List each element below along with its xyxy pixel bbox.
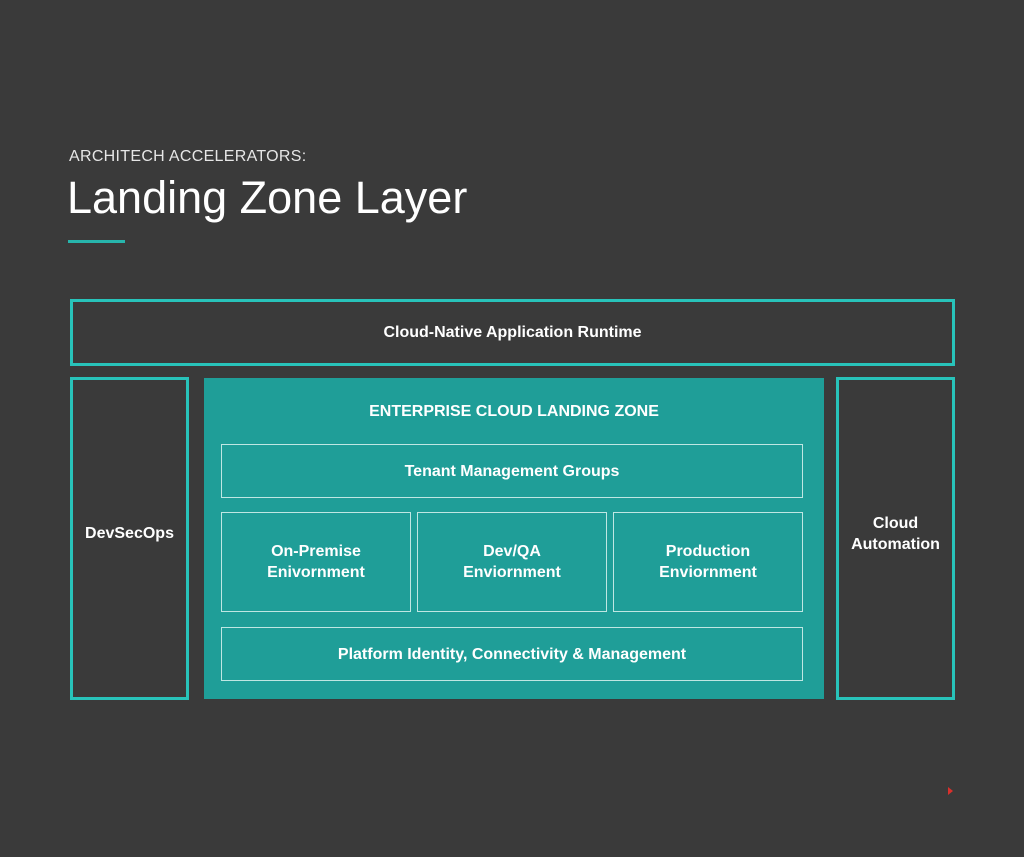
platform-label: Platform Identity, Connectivity & Manage… [337,645,687,663]
platform-box: Platform Identity, Connectivity & Manage… [221,627,803,681]
landing-zone-panel: ENTERPRISE CLOUD LANDING ZONE Tenant Man… [204,378,824,699]
on-premise-environment-label: On-Premise Enivornment [267,543,365,581]
production-environment-label: Production Enviornment [659,543,757,581]
dev-qa-environment-label: Dev/QA Enviornment [463,543,561,581]
play-marker-icon [948,787,953,795]
production-environment-box: Production Enviornment [613,512,803,612]
cloud-automation-label: Cloud Automation [851,514,940,553]
cloud-automation-pillar: Cloud Automation [836,377,955,700]
runtime-box: Cloud-Native Application Runtime [70,299,955,366]
page-title: Landing Zone Layer [67,172,468,223]
devsecops-pillar: DevSecOps [70,377,189,700]
devsecops-label: DevSecOps [85,525,174,542]
tenant-management-box: Tenant Management Groups [221,444,803,498]
runtime-label: Cloud-Native Application Runtime [383,324,642,341]
on-premise-environment-box: On-Premise Enivornment [221,512,411,612]
title-underline [68,240,125,243]
landing-zone-title: ENTERPRISE CLOUD LANDING ZONE [369,403,659,420]
dev-qa-environment-box: Dev/QA Enviornment [417,512,607,612]
eyebrow-label: ARCHITECH ACCELERATORS: [69,148,307,165]
tenant-management-label: Tenant Management Groups [404,462,620,480]
